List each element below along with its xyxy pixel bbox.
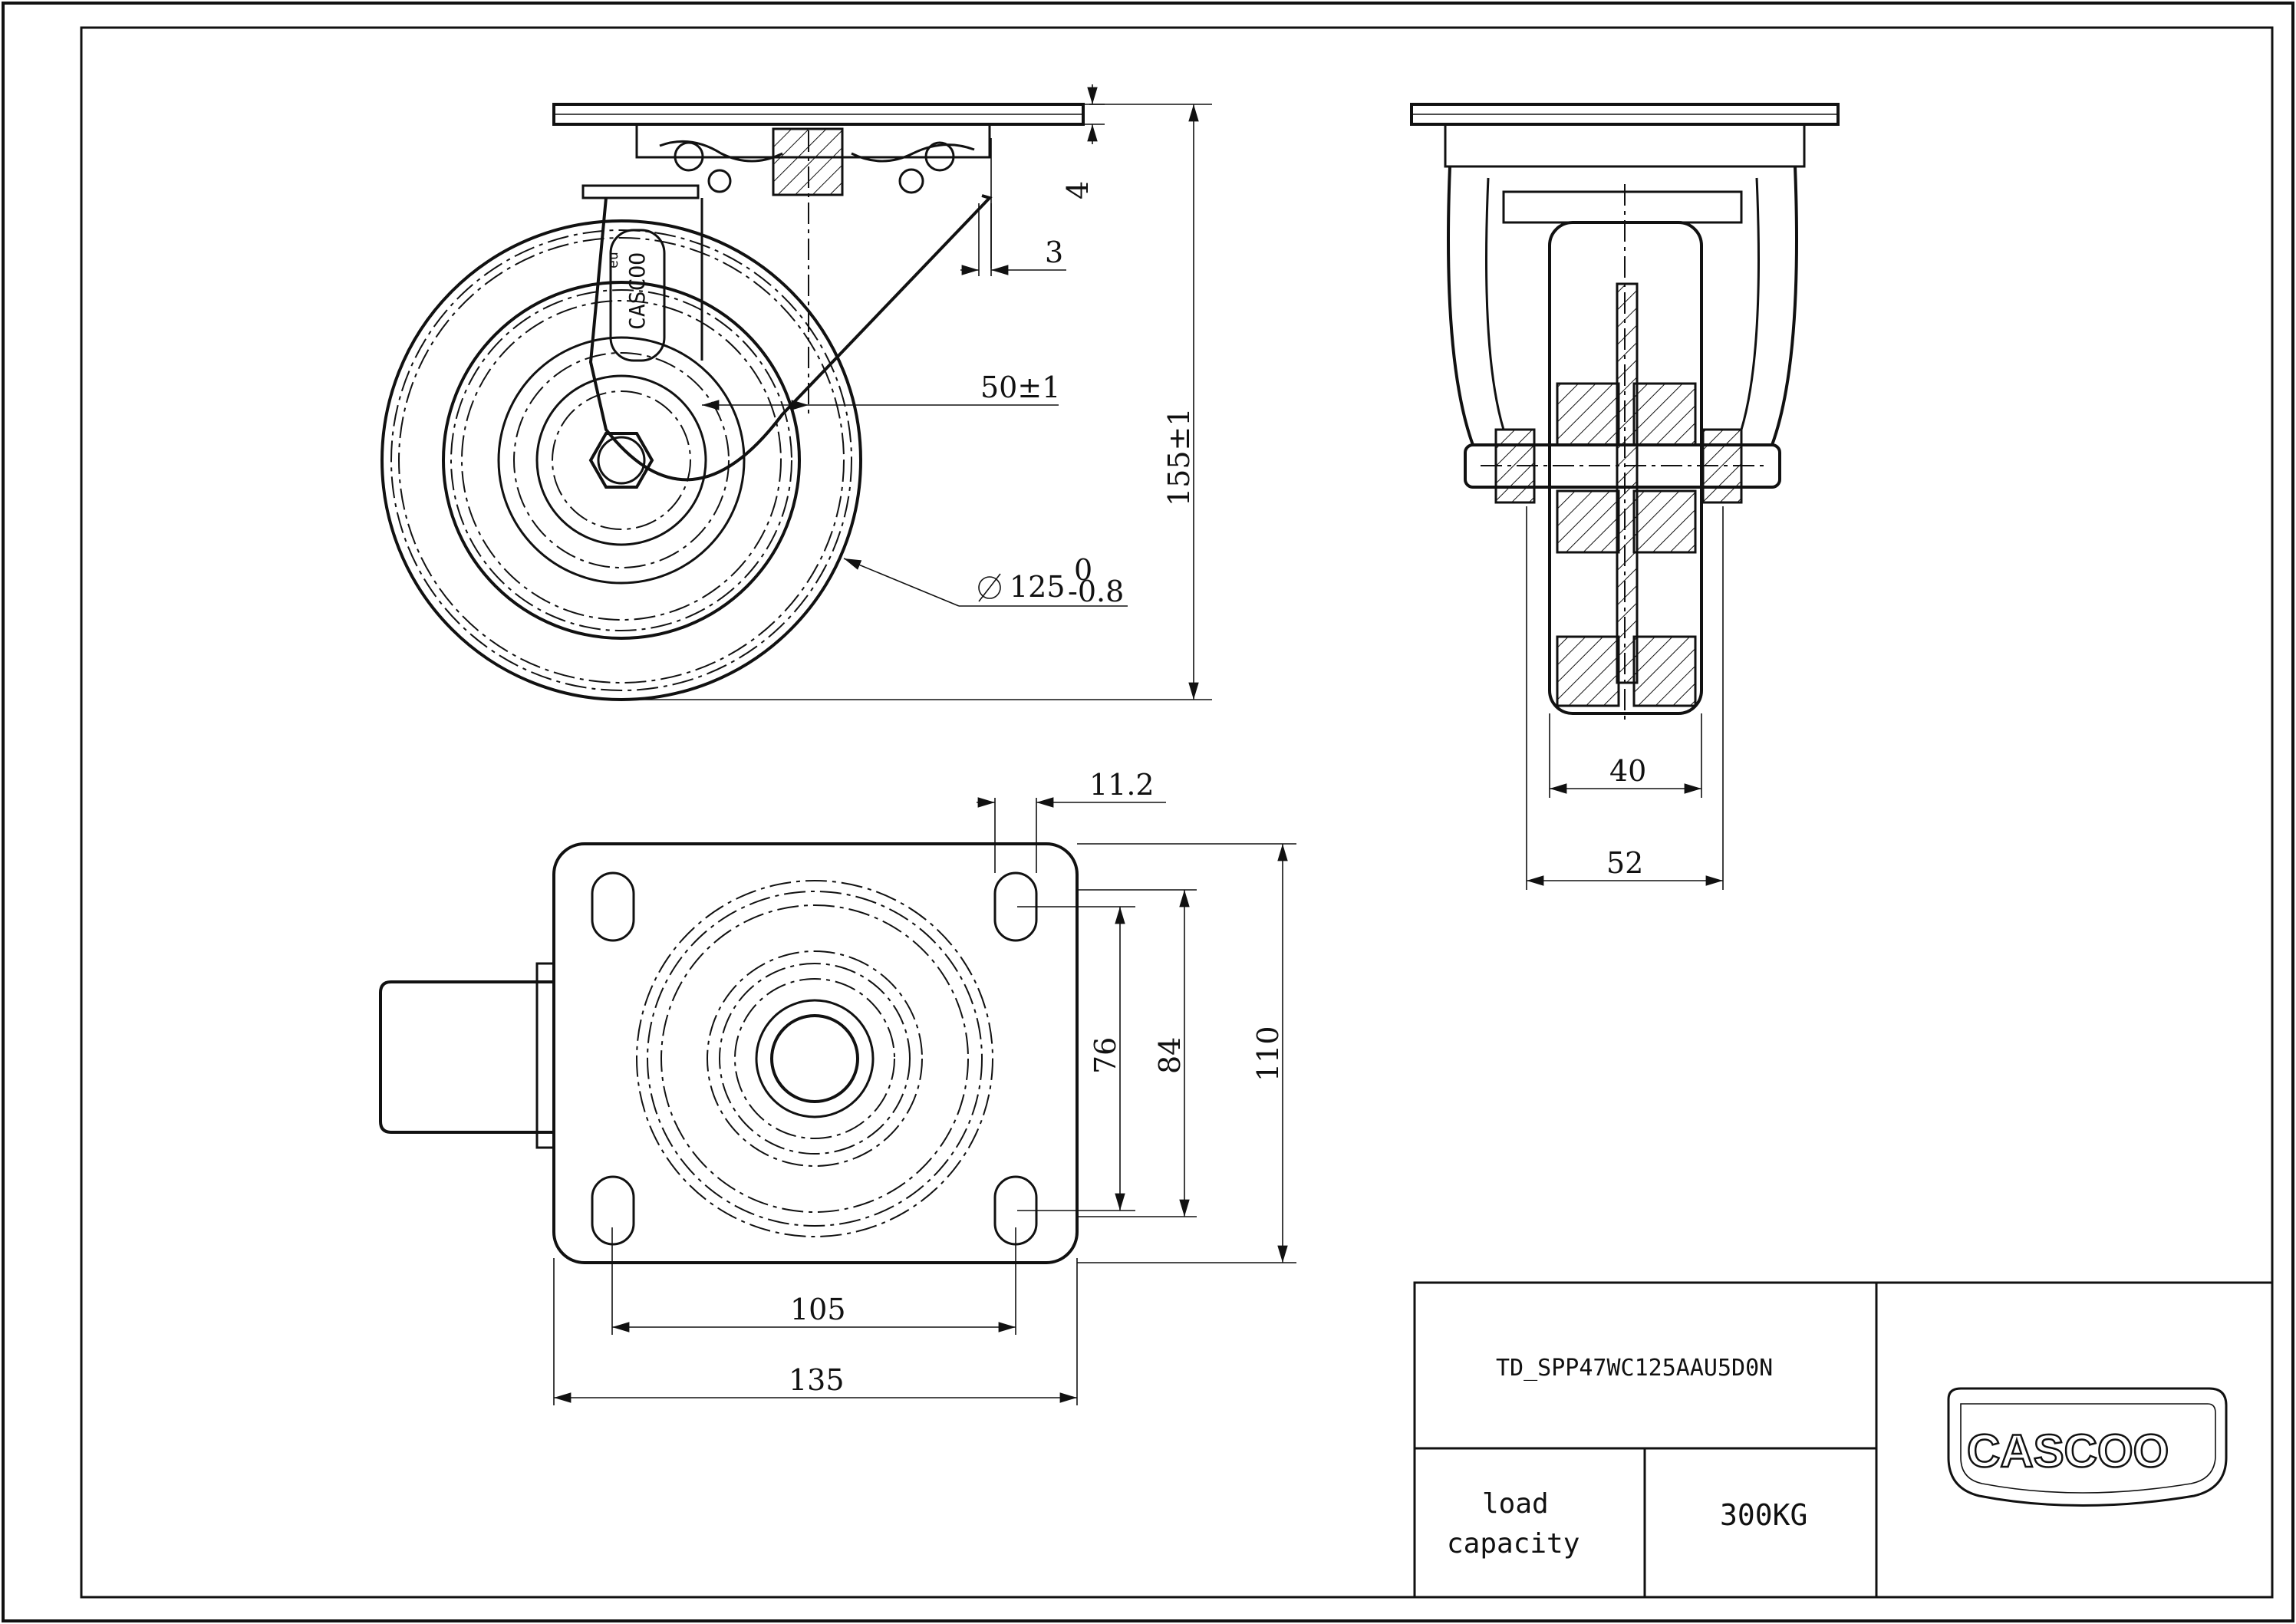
- dim-offset: 3: [1045, 236, 1063, 269]
- dim-swivel-offset: 50±1: [980, 371, 1060, 404]
- title-block: TD_SPP47WC125AAU5D0N load capacity 300KG…: [1413, 1281, 2274, 1599]
- dim-plate-length: 135: [789, 1363, 845, 1397]
- part-number: TD_SPP47WC125AAU5D0N: [1496, 1355, 1773, 1382]
- dim-wheel-tol-lower: -0.8: [1068, 575, 1124, 608]
- fork-logo-sub: eu: [605, 252, 621, 268]
- fork-logo-text: CASCOO: [624, 252, 650, 330]
- brand-logo: CASCOO: [1947, 1387, 2228, 1507]
- load-label-line2: capacity: [1447, 1528, 1580, 1560]
- top-view: 11.2 76 84 110 105 135: [379, 768, 1296, 1405]
- dim-top-plate: 4: [1061, 181, 1095, 199]
- front-view: 40 52: [1410, 103, 1840, 890]
- dim-hole-spacing-long: 105: [790, 1293, 846, 1326]
- dim-plate-width: 110: [1251, 1026, 1285, 1082]
- drawing-frame: [80, 26, 2274, 1599]
- dim-hole-spacing-short: 76: [1089, 1037, 1122, 1074]
- dim-wheel-diameter: 125: [1010, 570, 1066, 604]
- dim-height: 155±1: [1162, 407, 1196, 506]
- brand-logo-text: CASCOO: [1967, 1425, 2169, 1477]
- load-value: 300KG: [1720, 1498, 1807, 1532]
- load-label-line1: load: [1482, 1488, 1549, 1520]
- dim-wheel-width: 40: [1609, 754, 1646, 788]
- dim-wheel-tol-upper: 0: [1074, 553, 1092, 587]
- dim-hole-offset: 11.2: [1089, 768, 1155, 802]
- dim-plate-inner: 84: [1153, 1037, 1187, 1074]
- side-view: CASCOO eu 4 3 50±1 155±1 125 0 -0.8: [380, 84, 1212, 701]
- dim-fork-width: 52: [1606, 846, 1643, 880]
